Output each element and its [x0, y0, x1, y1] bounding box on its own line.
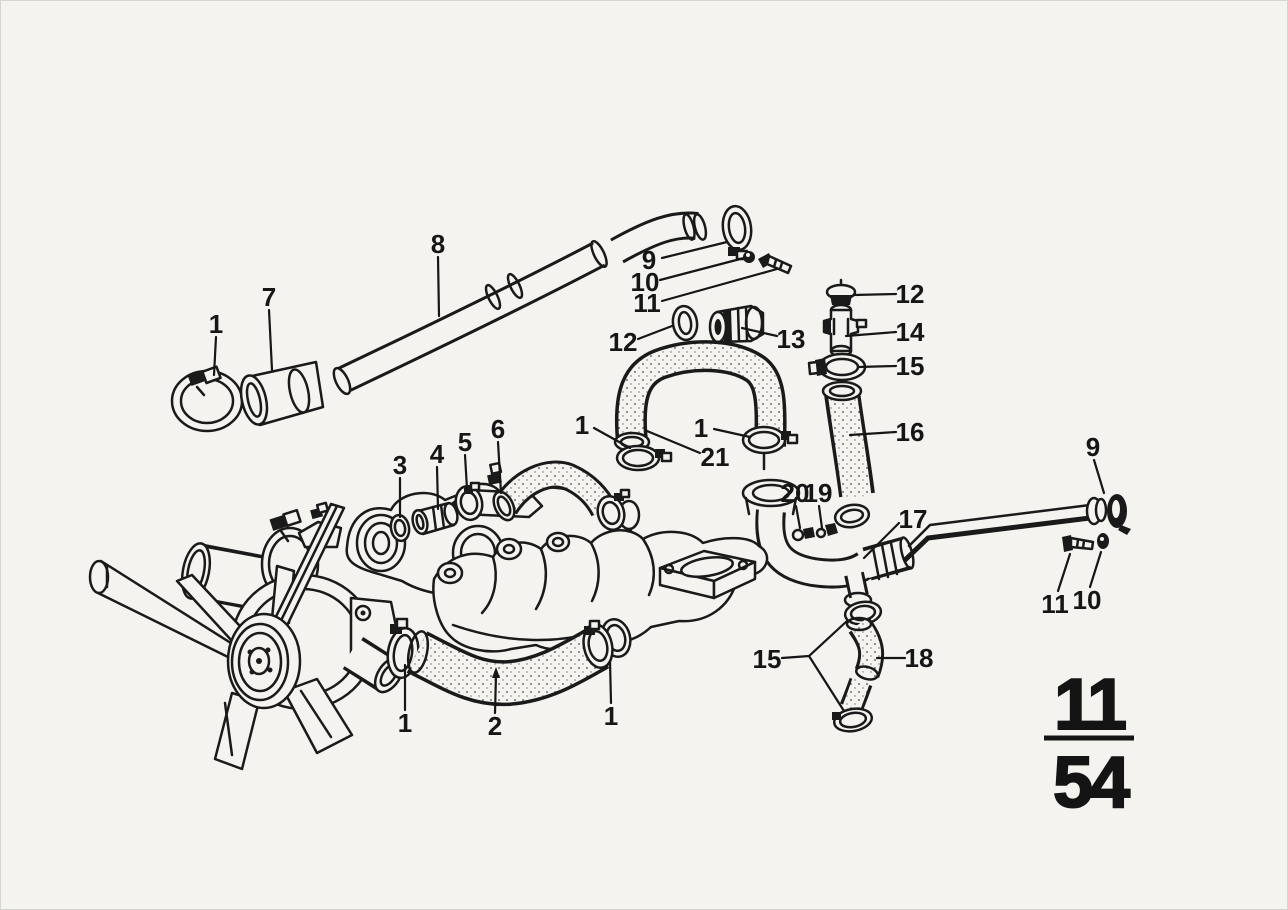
- leader-line: [645, 429, 702, 455]
- callout-label-10: 10: [1073, 585, 1102, 615]
- callout-label-7: 7: [262, 282, 276, 312]
- callout-label-1: 1: [575, 410, 589, 440]
- leader-line: [844, 330, 898, 338]
- callout-label-14: 14: [896, 317, 925, 347]
- leader-line: [848, 430, 898, 437]
- leader-line: [1088, 550, 1103, 589]
- callout-label-6: 6: [491, 414, 505, 444]
- callout-label-9: 9: [642, 245, 656, 275]
- callout-label-12: 12: [896, 279, 925, 309]
- callout-label-20: 20: [781, 478, 810, 508]
- leader-line: [496, 440, 503, 495]
- leader-line: [435, 465, 440, 511]
- callout-label-11: 11: [1041, 589, 1069, 619]
- seal-and-fitting: [671, 304, 765, 344]
- water-pipe-assembly: [729, 478, 1131, 609]
- leader-line: [660, 240, 729, 260]
- leader-line: [1056, 552, 1072, 593]
- bypass-hose-and-fittings: [389, 460, 641, 543]
- engine-front-assembly: [88, 460, 769, 771]
- leader-line: [780, 619, 849, 660]
- leader-line: [608, 659, 613, 705]
- callout-label-4: 4: [430, 439, 445, 469]
- u-shaped-hose-assembly: [613, 340, 799, 472]
- page-number-numerator: 11: [1054, 665, 1126, 745]
- callout-label-19: 19: [804, 478, 833, 508]
- callout-label-1: 1: [398, 708, 412, 738]
- callout-label-1: 1: [694, 413, 708, 443]
- vent-valve-and-hose-column: [807, 278, 875, 529]
- leader-line: [852, 292, 898, 297]
- callout-label-12: 12: [609, 327, 638, 357]
- page-number-denominator: 54: [1053, 743, 1130, 823]
- leader-line: [636, 324, 674, 341]
- callout-label-21: 21: [701, 442, 730, 472]
- callout-label-15: 15: [753, 644, 782, 674]
- leader-line: [712, 427, 752, 439]
- callout-label-10: 10: [631, 267, 660, 297]
- leader-line: [592, 426, 632, 450]
- callout-label-1: 1: [209, 309, 223, 339]
- leader-line: [463, 453, 469, 491]
- leader-line: [267, 308, 274, 372]
- callout-label-5: 5: [458, 427, 472, 457]
- leader-line: [794, 504, 802, 530]
- callout-label-1: 1: [604, 701, 618, 731]
- leader-line: [817, 504, 824, 530]
- leader-line: [1092, 458, 1106, 495]
- callout-label-16: 16: [896, 417, 925, 447]
- callout-label-8: 8: [431, 229, 445, 259]
- leader-line: [493, 673, 498, 715]
- fan-pulley: [226, 612, 302, 710]
- callout-label-3: 3: [393, 450, 407, 480]
- leader-arrowhead: [492, 667, 500, 678]
- page-number: 11 54: [1044, 664, 1134, 824]
- callout-label-11: 11: [633, 288, 661, 318]
- lower-vent-hose-assembly: [832, 600, 885, 733]
- callout-label-13: 13: [777, 324, 806, 354]
- leader-line: [856, 364, 898, 369]
- upper-radiator-hose-assembly: [170, 211, 708, 433]
- leader-line: [660, 267, 779, 303]
- callout-label-18: 18: [905, 643, 934, 673]
- leader-line: [436, 255, 441, 318]
- leader-line: [807, 654, 846, 713]
- leader-line: [658, 256, 746, 282]
- callout-label-17: 17: [899, 504, 928, 534]
- callout-label-2: 2: [488, 711, 502, 741]
- leader-line: [740, 326, 779, 338]
- leader-line: [862, 521, 901, 560]
- leader-line: [212, 335, 218, 377]
- callout-label-15: 15: [896, 351, 925, 381]
- hose-clamp-hardware-top: [721, 204, 793, 275]
- callout-label-9: 9: [1086, 432, 1100, 462]
